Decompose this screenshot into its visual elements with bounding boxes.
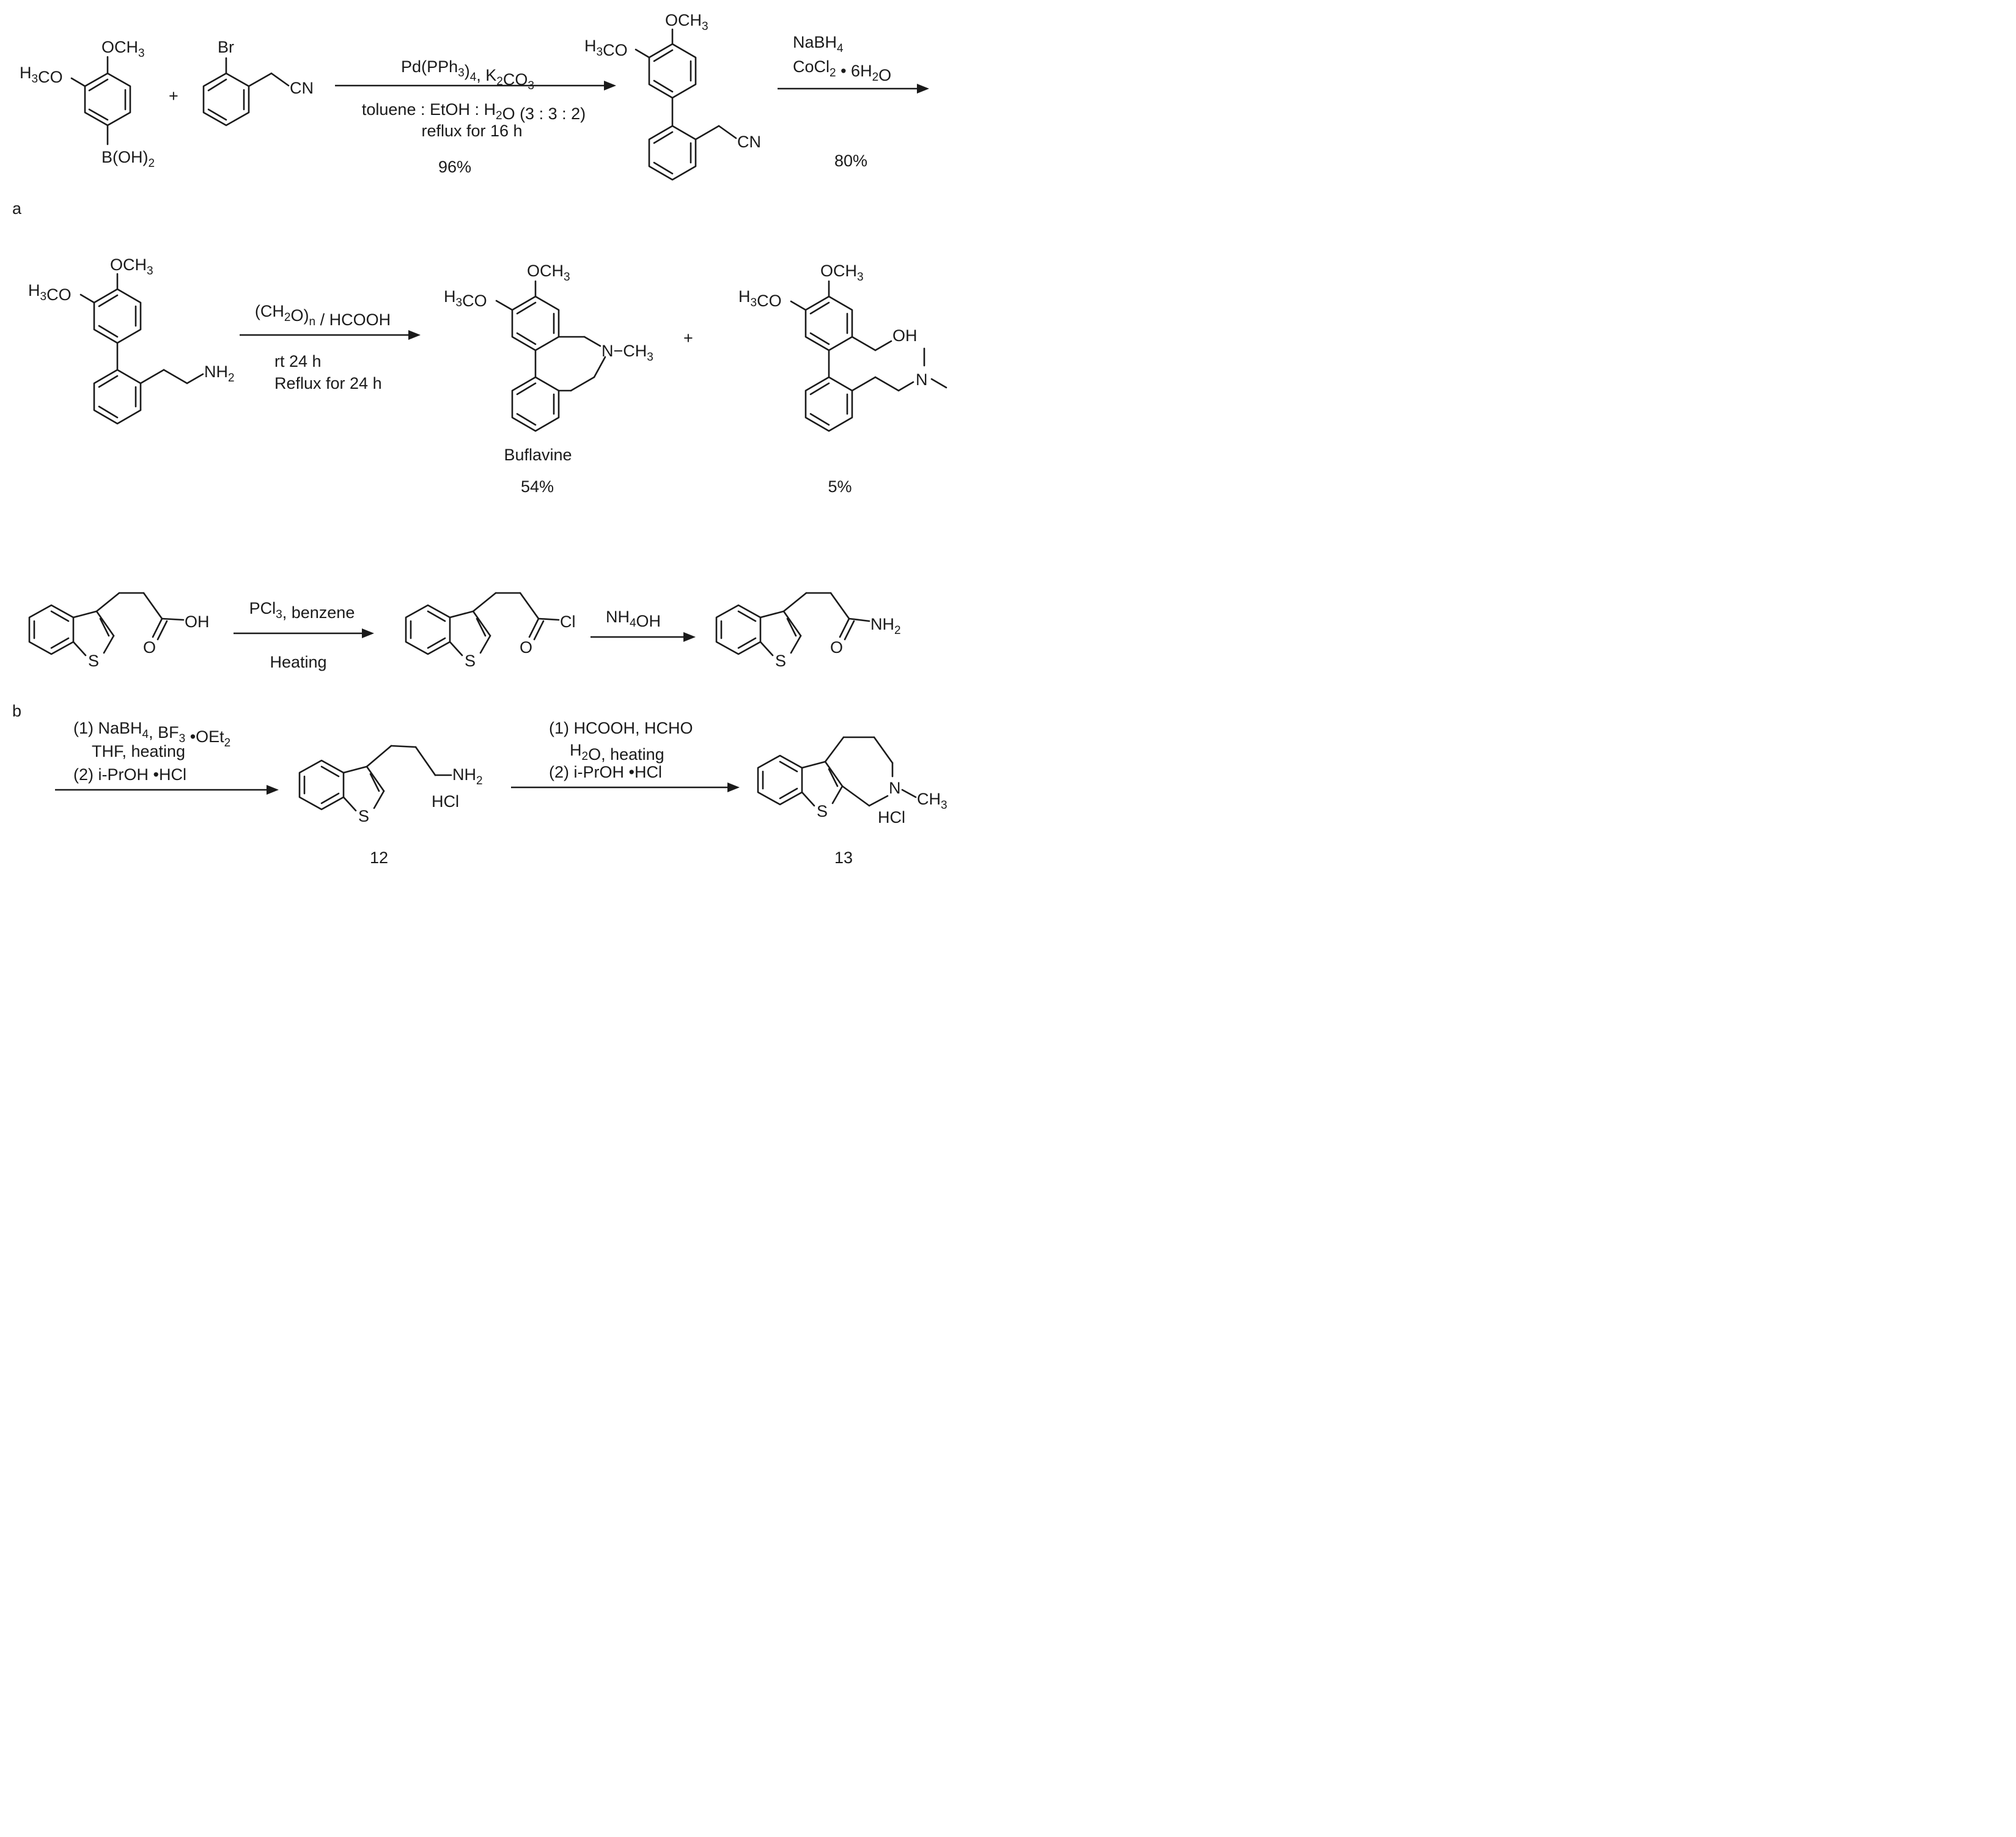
ring-n-label: N bbox=[889, 779, 901, 797]
hydroxyl-label: OH bbox=[185, 613, 210, 631]
amine-label: NH2 bbox=[452, 765, 483, 787]
hcl-salt-label: HCl bbox=[878, 808, 905, 826]
sulfur-label: S bbox=[88, 652, 99, 670]
boronic-acid-structure bbox=[70, 56, 131, 145]
benzothiophene-amide-structure bbox=[715, 592, 870, 657]
step2-reductant: NaBH4 bbox=[793, 33, 844, 55]
amide-nh2-label: NH2 bbox=[870, 615, 901, 637]
och3-label: OCH3 bbox=[665, 11, 708, 33]
buflavine-name: Buflavine bbox=[504, 446, 572, 464]
reaction-arrow-b4 bbox=[511, 782, 740, 792]
step3-reflux: Reflux for 24 h bbox=[274, 374, 382, 392]
nitrile-label: CN bbox=[737, 133, 761, 151]
sulfur-label: S bbox=[358, 807, 369, 825]
h3co-label: H3CO bbox=[584, 37, 628, 59]
step-b4-reagent-2: H2O, heating bbox=[570, 741, 664, 764]
boronic-acid-label: B(OH)2 bbox=[101, 148, 155, 170]
och3-label: OCH3 bbox=[820, 262, 864, 284]
h3co-label: H3CO bbox=[20, 64, 63, 86]
panel-label-a: a bbox=[12, 199, 22, 218]
step-b1-reagent: PCl3, benzene bbox=[249, 599, 355, 622]
step-b2-reagent: NH4OH bbox=[606, 608, 661, 630]
amine-label: NH2 bbox=[204, 363, 235, 385]
nitrile-label: CN bbox=[290, 79, 314, 97]
bromophenylacetonitrile-structure bbox=[202, 57, 290, 127]
reaction-arrow-b2 bbox=[590, 632, 696, 642]
och3-label: OCH3 bbox=[110, 256, 153, 278]
sulfur-label: S bbox=[817, 802, 828, 820]
compound-13-structure bbox=[757, 736, 917, 807]
step2-yield: 80% bbox=[834, 152, 867, 170]
panel-label-b: b bbox=[12, 702, 21, 720]
h3co-label: H3CO bbox=[28, 281, 72, 304]
step-b3-reagent-1: (1) NaBH4, BF3 •OEt2 bbox=[73, 719, 230, 749]
benzothiophene-acid-chloride-structure bbox=[405, 592, 560, 657]
step2-catalyst: CoCl2 • 6H2O bbox=[793, 57, 891, 84]
plus-sign: + bbox=[169, 87, 178, 105]
sulfur-label: S bbox=[465, 652, 476, 670]
carbonyl-o-label: O bbox=[143, 638, 156, 657]
compound-12-structure bbox=[298, 745, 452, 812]
biaryl-nitrile-structure bbox=[635, 28, 737, 181]
buflavine-yield: 54% bbox=[521, 477, 554, 496]
step1-solvent: toluene : EtOH : H2O (3 : 3 : 2) bbox=[362, 100, 586, 123]
step3-reagents: (CH2O)n / HCOOH bbox=[255, 302, 391, 329]
reaction-arrow-a2 bbox=[778, 84, 929, 94]
h3co-label: H3CO bbox=[444, 287, 487, 310]
step1-yield: 96% bbox=[438, 158, 471, 176]
step-b1-conditions: Heating bbox=[270, 653, 326, 671]
step-b4-reagent-3: (2) i-PrOH •HCl bbox=[549, 763, 662, 781]
plus-sign: + bbox=[683, 329, 693, 347]
chloride-label: Cl bbox=[560, 613, 576, 631]
step-b3-reagent-3: (2) i-PrOH •HCl bbox=[73, 765, 186, 784]
dimethylamino-n-label: N bbox=[916, 370, 928, 389]
step3-rt: rt 24 h bbox=[274, 352, 322, 370]
hcl-salt-label: HCl bbox=[432, 792, 459, 811]
biaryl-amine-structure bbox=[79, 273, 204, 425]
h3co-label: H3CO bbox=[738, 287, 782, 310]
reaction-arrow-b3 bbox=[55, 785, 279, 795]
step1-reagents: Pd(PPh3)4, K2CO3 bbox=[401, 57, 534, 92]
carbonyl-o-label: O bbox=[830, 638, 843, 657]
carbonyl-o-label: O bbox=[520, 638, 532, 657]
reaction-scheme-figure: OCH3 H3CO B(OH)2 + Br CN Pd(PPh3)4, K2CO… bbox=[0, 0, 957, 880]
step-b4-reagent-1: (1) HCOOH, HCHO bbox=[549, 719, 693, 737]
byproduct-yield: 5% bbox=[828, 477, 852, 496]
step1-time: reflux for 16 h bbox=[421, 122, 522, 140]
hydroxyl-label: OH bbox=[892, 326, 918, 345]
och3-label: OCH3 bbox=[101, 38, 145, 60]
scheme-canvas: OCH3 H3CO B(OH)2 + Br CN Pd(PPh3)4, K2CO… bbox=[12, 11, 947, 867]
byproduct-structure bbox=[790, 280, 947, 432]
n-methyl-label: N−CH3 bbox=[601, 342, 653, 364]
sulfur-label: S bbox=[775, 652, 786, 670]
n-methyl-label: CH3 bbox=[917, 790, 947, 812]
benzothiophene-acid-structure bbox=[28, 592, 185, 657]
reaction-arrow-a1 bbox=[335, 81, 616, 90]
compound-13-label: 13 bbox=[834, 849, 853, 867]
reaction-arrow-a3 bbox=[240, 330, 421, 340]
compound-12-label: 12 bbox=[370, 849, 388, 867]
reaction-arrow-b1 bbox=[234, 628, 374, 638]
buflavine-structure bbox=[495, 280, 606, 432]
bromine-label: Br bbox=[218, 38, 234, 56]
och3-label: OCH3 bbox=[527, 262, 570, 284]
step-b3-reagent-2: THF, heating bbox=[92, 742, 185, 760]
